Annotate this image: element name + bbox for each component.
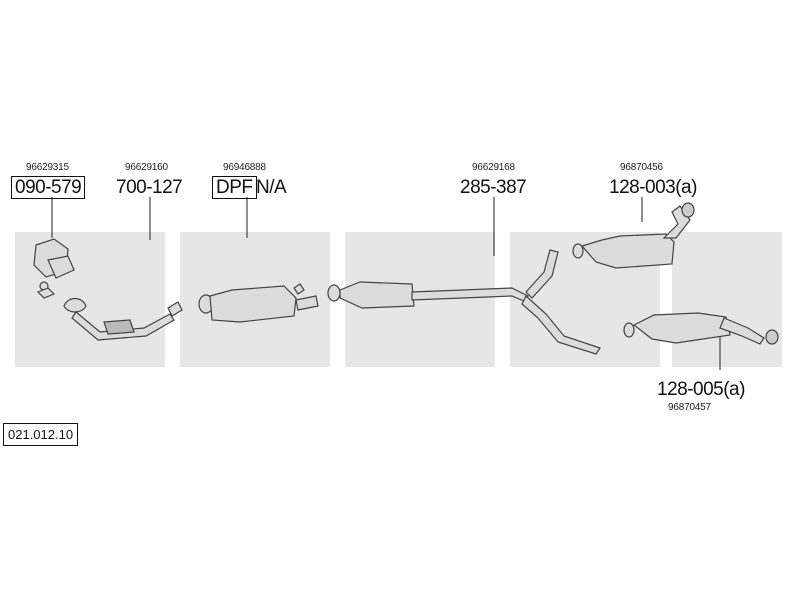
part-availability: N/A [256,177,287,198]
part-number-285-387[interactable]: 285-387 [460,177,527,198]
rear-silencer-upper-drawing [572,202,695,269]
oem-number: 96946888 [223,162,266,173]
front-pipe-drawing [63,297,183,341]
part-number-dpf[interactable]: DPF [212,176,257,199]
part-number-700-127[interactable]: 700-127 [116,177,183,198]
oem-number: 96629160 [125,162,168,173]
part-number-128-003a[interactable]: 128-003(a) [609,177,697,198]
part-number-128-005a[interactable]: 128-005(a) [657,379,745,400]
oem-number: 96870456 [620,162,663,173]
diagram-reference: 021.012.10 [3,423,79,446]
oem-number: 96629315 [26,162,69,173]
catalytic-converter-drawing [33,238,75,299]
rear-silencer-lower-drawing [623,312,779,345]
oem-number: 96629168 [472,162,515,173]
dpf-drawing [198,283,319,323]
middle-section-drawing [327,249,601,355]
oem-number: 96870457 [668,402,711,413]
part-number-090-579[interactable]: 090-579 [11,176,86,199]
watermark-block [672,232,782,367]
